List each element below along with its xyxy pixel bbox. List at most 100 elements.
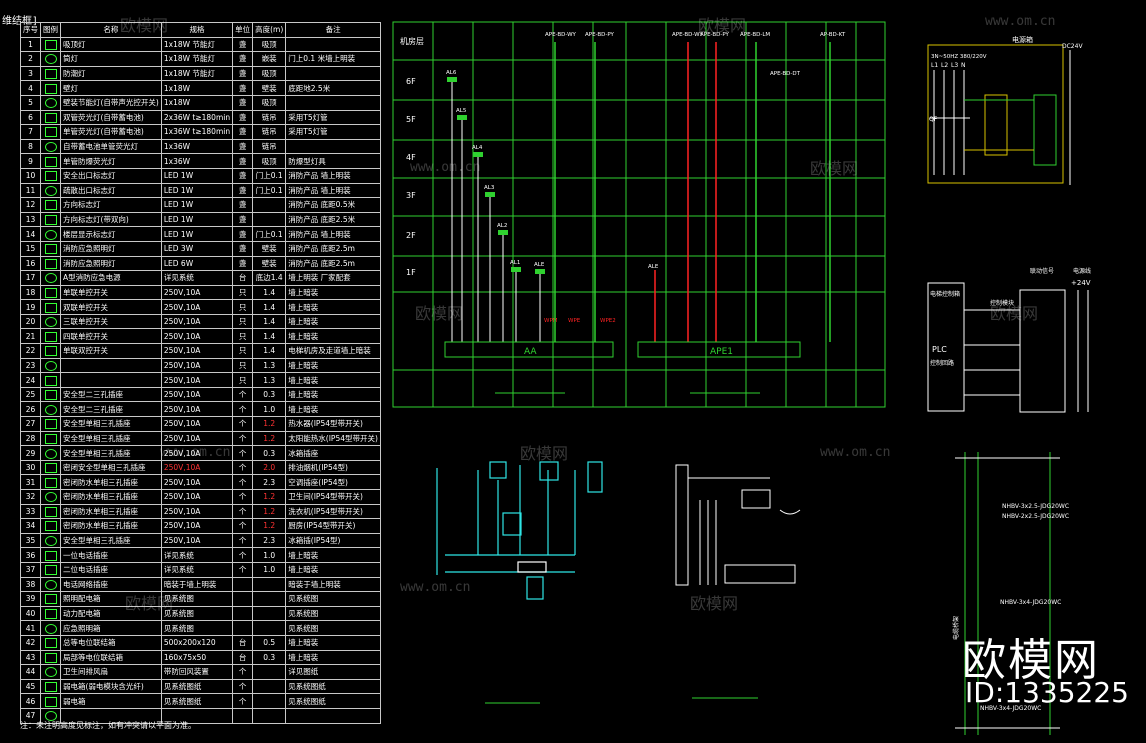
legend-cell-symbol: [40, 65, 61, 82]
legend-symbol-icon: [44, 375, 57, 386]
legend-symbol-icon: [44, 652, 57, 663]
riser-column-lines: [432, 22, 857, 407]
legend-symbol-icon: [44, 98, 57, 109]
legend-cell-symbol: [40, 109, 61, 126]
plc-label: PLC: [932, 345, 947, 354]
legend-symbol-icon: [44, 171, 57, 182]
ale-label: ALE: [648, 264, 659, 270]
section-diagram: NHBV-3x2.5-JDG20WC NHBV-2x2.5-JDG20WC NH…: [952, 452, 1069, 735]
legend-symbol-icon: [44, 317, 57, 328]
watermark-brand: 欧模网: [415, 304, 464, 323]
legend-symbol-icon: [44, 463, 57, 474]
legend-cell-symbol: [40, 576, 61, 593]
legend-cell-symbol: [40, 518, 61, 534]
legend-cell-spec: 1x18W: [160, 94, 234, 111]
plc-module-box: [1019, 289, 1066, 413]
legend-cell-symbol: [40, 36, 61, 53]
brand-logo: 欧模网: [962, 635, 1100, 686]
legend-symbol-icon: [44, 696, 57, 707]
legend-symbol-icon: [44, 682, 57, 693]
legend-symbol-icon: [44, 83, 57, 94]
riser-6f-label: APE-BD-DT: [770, 71, 801, 77]
legend-cell-height: 2.3: [252, 474, 287, 490]
control-frame: [927, 44, 1064, 184]
legend-cell-symbol: [40, 357, 61, 374]
floor-label: 6F: [406, 77, 416, 86]
panel-label: AL3: [484, 185, 495, 191]
legend-cell-spec: [160, 707, 234, 724]
section-label-3: NHBV-3x4-JDG20WC: [1000, 599, 1061, 606]
schematic-pump: [526, 576, 544, 600]
riser-frame: [392, 21, 886, 408]
legend-symbol-icon: [44, 492, 57, 503]
panel-symbol: [447, 77, 457, 82]
schematic-cabinet: [502, 512, 522, 536]
cable-label: WPE2: [600, 318, 616, 324]
plc-elevator-box: [927, 282, 965, 412]
legend-cell-symbol: [40, 51, 61, 67]
watermark-brand: 欧模网: [125, 594, 174, 613]
legend-cell-symbol: [40, 430, 61, 447]
detail-fixture: [741, 489, 771, 509]
riser-top-label: APE-BD-WY: [545, 32, 577, 38]
floor-label: 3F: [406, 191, 416, 200]
panel-symbol: [473, 152, 483, 157]
plc-sub-label: 控制回路: [930, 359, 954, 367]
legend-symbol-icon: [44, 550, 57, 561]
section-label-4: NHBV-3x4-JDG20WC: [980, 705, 1041, 712]
control-voltage: 3N~50HZ 380/220V: [931, 54, 987, 60]
legend-symbol-icon: [44, 273, 57, 284]
watermark-url: www.om.cn: [400, 580, 471, 595]
legend-symbol-icon: [44, 229, 57, 240]
section-label-1: NHBV-3x2.5-JDG20WC: [1002, 503, 1069, 510]
legend-symbol-icon: [44, 594, 57, 605]
section-label-2: NHBV-2x2.5-JDG20WC: [1002, 513, 1069, 520]
legend-cell-symbol: [40, 664, 61, 680]
water-system-schematic: [436, 461, 603, 600]
floor-label: 4F: [406, 153, 416, 162]
schematic-meter: [517, 561, 547, 573]
panel-symbol: [498, 230, 508, 235]
phase-label: L2: [941, 62, 948, 69]
panel-symbol: [485, 192, 495, 197]
riser-top-label: APE-BD-PY: [700, 32, 730, 38]
legend-symbol-icon: [44, 331, 57, 342]
legend-cell-symbol: [40, 255, 61, 272]
riser-corner-label: 机房层: [400, 36, 424, 46]
legend-cell-spec: 250V,10A: [160, 445, 234, 461]
legend-cell-symbol: [40, 343, 61, 359]
phase-label: L3: [951, 62, 958, 69]
plc-voltage: +24V: [1071, 279, 1091, 287]
panel-label: ALE: [534, 262, 545, 268]
legend-symbol-icon: [44, 346, 57, 357]
control-qf: QF: [929, 116, 938, 123]
legend-symbol-icon: [44, 536, 57, 547]
legend-symbol-icon: [44, 609, 57, 620]
panel-label: AL6: [446, 70, 457, 76]
watermark-url: www.om.cn: [820, 445, 891, 460]
control-dc: DC24V: [1062, 43, 1083, 50]
phase-label: L1: [931, 62, 938, 69]
plc-left-label: 电梯控制箱: [930, 290, 960, 298]
legend-cell-spec: 250V,10A: [160, 343, 234, 359]
legend-cell-symbol: [40, 445, 61, 461]
legend-symbol-icon: [44, 419, 57, 430]
